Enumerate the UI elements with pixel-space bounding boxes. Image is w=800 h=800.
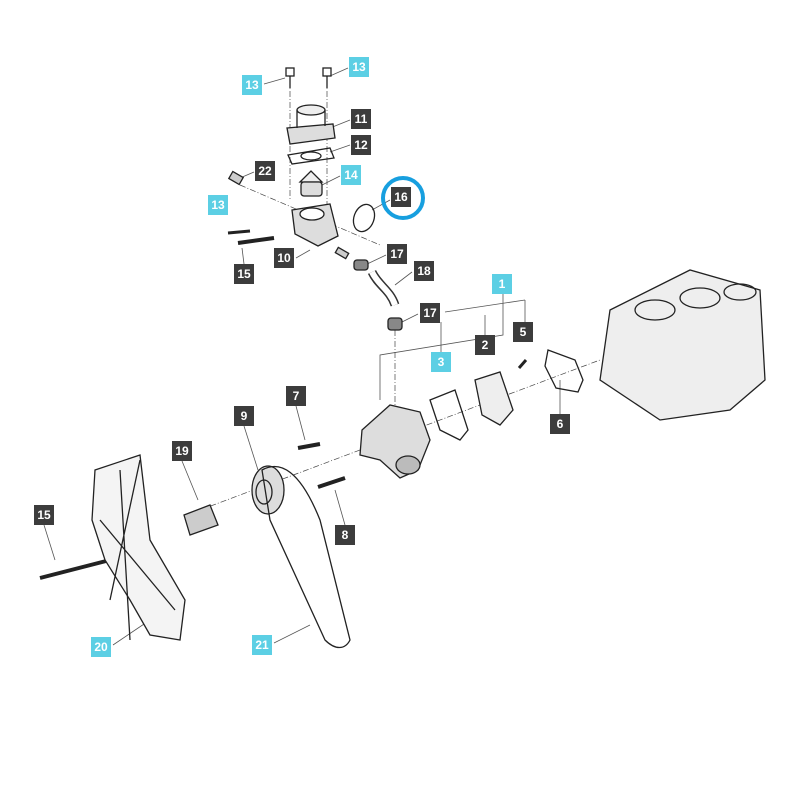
callout-10[interactable]: 10: [274, 248, 294, 268]
callout-13[interactable]: 13: [349, 57, 369, 77]
highlight-circle: [381, 176, 425, 220]
callout-19[interactable]: 19: [172, 441, 192, 461]
callout-17[interactable]: 17: [420, 303, 440, 323]
callout-20[interactable]: 20: [91, 637, 111, 657]
leader-lines: [43, 67, 561, 646]
callout-15[interactable]: 15: [34, 505, 54, 525]
callout-3[interactable]: 3: [431, 352, 451, 372]
callout-16[interactable]: 16: [391, 187, 411, 207]
callout-14[interactable]: 14: [341, 165, 361, 185]
callout-21[interactable]: 21: [252, 635, 272, 655]
callout-1[interactable]: 1: [492, 274, 512, 294]
callout-13[interactable]: 13: [208, 195, 228, 215]
bolt-13a: [285, 67, 295, 77]
callout-18[interactable]: 18: [414, 261, 434, 281]
callout-2[interactable]: 2: [475, 335, 495, 355]
callout-15[interactable]: 15: [234, 264, 254, 284]
callout-8[interactable]: 8: [335, 525, 355, 545]
callout-6[interactable]: 6: [550, 414, 570, 434]
bolt-13b: [322, 67, 332, 77]
callout-22[interactable]: 22: [255, 161, 275, 181]
callout-9[interactable]: 9: [234, 406, 254, 426]
callout-7[interactable]: 7: [286, 386, 306, 406]
callout-5[interactable]: 5: [513, 322, 533, 342]
callout-12[interactable]: 12: [351, 135, 371, 155]
callout-17[interactable]: 17: [387, 244, 407, 264]
callout-11[interactable]: 11: [351, 109, 371, 129]
callout-13[interactable]: 13: [242, 75, 262, 95]
